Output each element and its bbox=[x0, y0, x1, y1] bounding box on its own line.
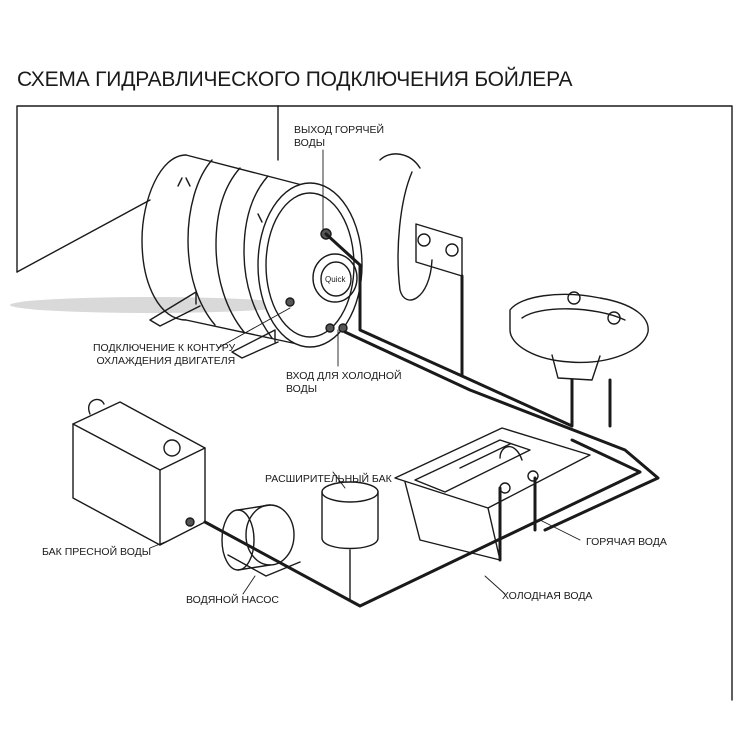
kitchen-sink bbox=[394, 427, 591, 561]
pipes bbox=[203, 232, 660, 608]
brand-logo: Quick bbox=[325, 275, 346, 284]
fresh-water-tank bbox=[72, 398, 206, 546]
label-hot-water: ГОРЯЧАЯ ВОДА bbox=[586, 536, 667, 548]
leader-lines bbox=[149, 149, 581, 595]
expansion-tank bbox=[321, 481, 379, 601]
boiler bbox=[10, 154, 363, 359]
room-outline bbox=[16, 105, 733, 701]
page-title: СХЕМА ГИДРАВЛИЧЕСКОГО ПОДКЛЮЧЕНИЯ БОЙЛЕР… bbox=[17, 68, 573, 91]
water-pump bbox=[221, 504, 301, 577]
label-expansion-tank: РАСШИРИТЕЛЬНЫЙ БАК bbox=[265, 473, 392, 485]
label-cold-water: ХОЛОДНАЯ ВОДА bbox=[502, 590, 593, 602]
label-fresh-water-tank: БАК ПРЕСНОЙ ВОДЫ bbox=[42, 546, 152, 558]
wash-basin bbox=[509, 291, 649, 381]
shower bbox=[379, 153, 463, 301]
label-water-pump: ВОДЯНОЙ НАСОС bbox=[186, 594, 279, 606]
